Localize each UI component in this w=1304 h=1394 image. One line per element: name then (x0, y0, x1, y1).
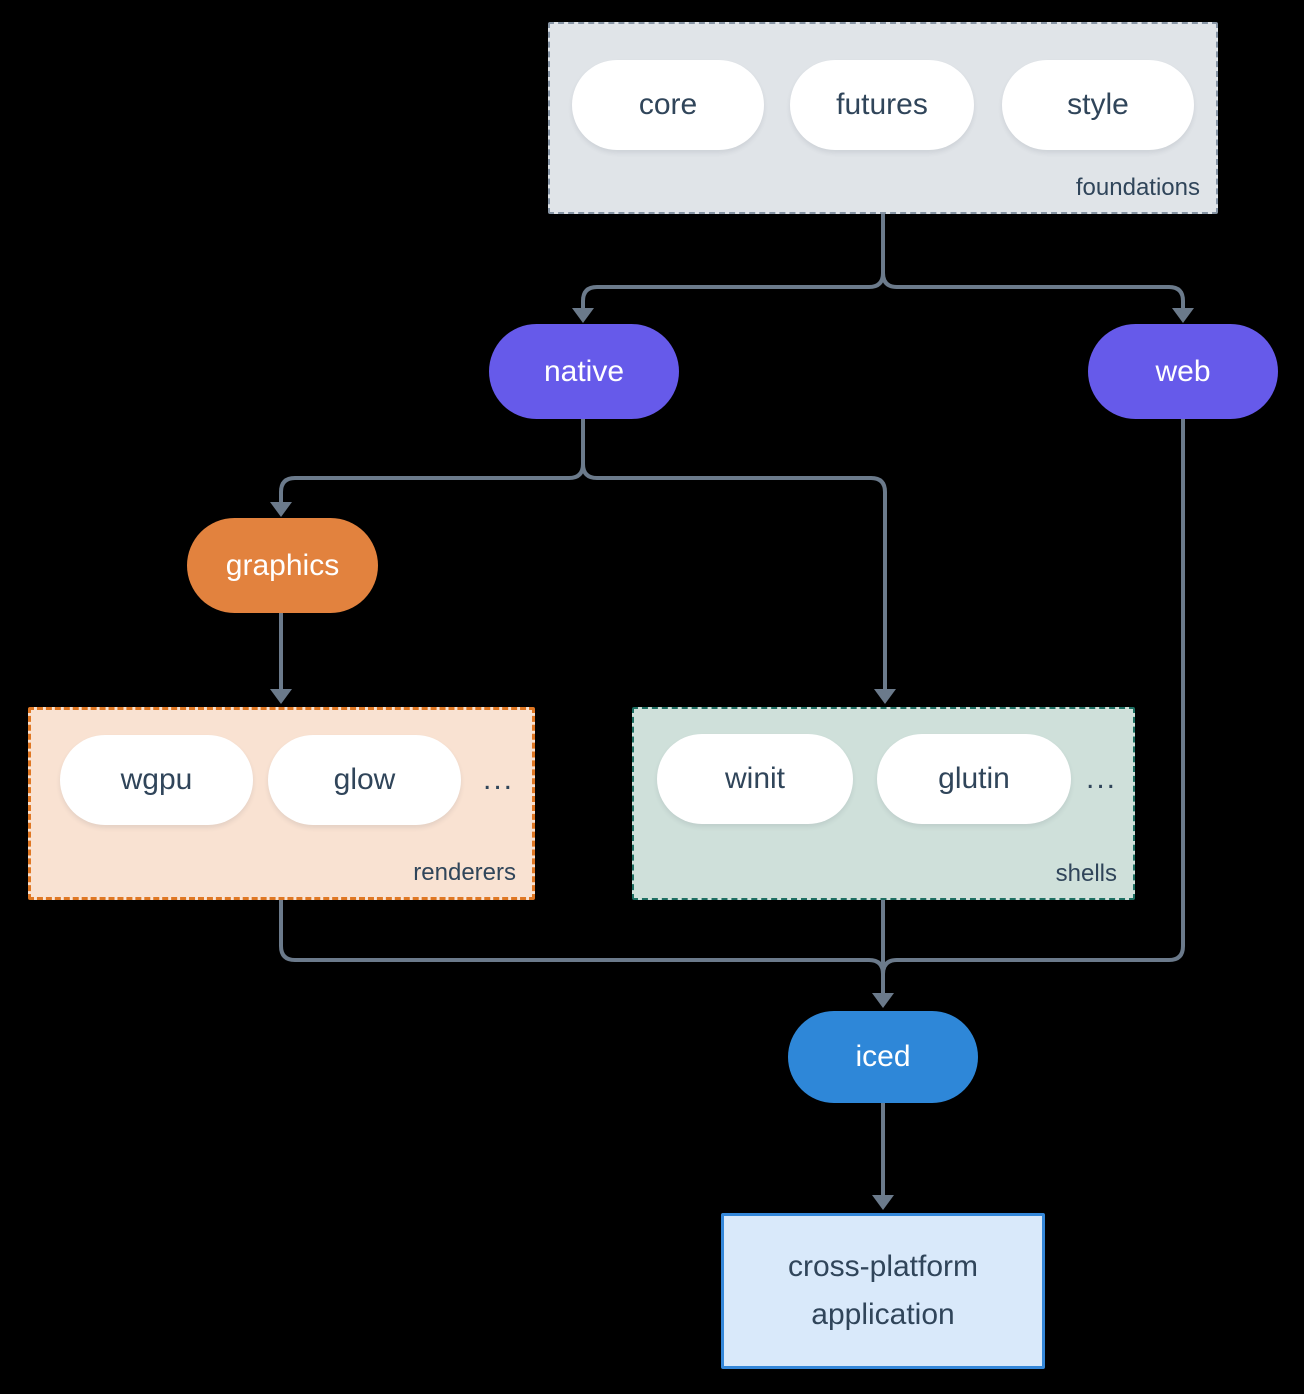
pill-glow-label: glow (333, 763, 396, 796)
application-box: cross-platform application (721, 1213, 1045, 1369)
pill-core-label: core (638, 88, 698, 121)
foundations-group-box: core futures style foundations (548, 22, 1218, 214)
arrowhead-into-native (572, 308, 594, 323)
arrowhead-into-renderers (270, 689, 292, 704)
node-native: native (489, 324, 679, 419)
pill-glow: glow (268, 735, 461, 825)
arrowhead-into-shells (874, 689, 896, 704)
pill-winit-label: winit (724, 762, 785, 795)
pill-winit: winit (657, 734, 853, 824)
pill-wgpu: wgpu (60, 735, 253, 825)
shells-group-box: winit glutin ... shells (632, 707, 1135, 900)
pill-futures-label: futures (836, 88, 928, 121)
arrowhead-into-application (872, 1195, 894, 1210)
pill-style: style (1002, 60, 1194, 150)
shells-group-label: shells (1055, 860, 1117, 887)
node-web-label: web (1155, 354, 1211, 388)
node-graphics-label: graphics (225, 548, 340, 582)
arrowhead-into-graphics (270, 502, 292, 517)
edge-foundations-to-native-web (581, 214, 1185, 310)
renderers-group-label: renderers (413, 859, 516, 886)
arrowhead-into-iced (872, 993, 894, 1008)
renderers-group-box: wgpu glow ... renderers (28, 707, 535, 900)
pill-core: core (572, 60, 764, 150)
node-graphics: graphics (187, 518, 378, 613)
node-native-label: native (543, 354, 625, 388)
edge-merge-to-iced (279, 419, 1185, 994)
shells-ellipsis: ... (1086, 762, 1118, 795)
pill-glutin: glutin (877, 734, 1071, 824)
node-web: web (1088, 324, 1278, 419)
application-label: cross-platform application (787, 1250, 979, 1331)
foundations-group-label: foundations (1075, 174, 1200, 201)
edge-native-to-graphics-shells (279, 419, 887, 690)
node-iced-label: iced (855, 1040, 911, 1073)
arrowhead-into-web (1172, 308, 1194, 323)
pill-wgpu-label: wgpu (120, 763, 193, 796)
pill-futures: futures (790, 60, 974, 150)
node-iced: iced (788, 1011, 978, 1103)
pill-style-label: style (1067, 88, 1129, 121)
renderers-ellipsis: ... (483, 763, 515, 796)
pill-glutin-label: glutin (938, 762, 1010, 795)
